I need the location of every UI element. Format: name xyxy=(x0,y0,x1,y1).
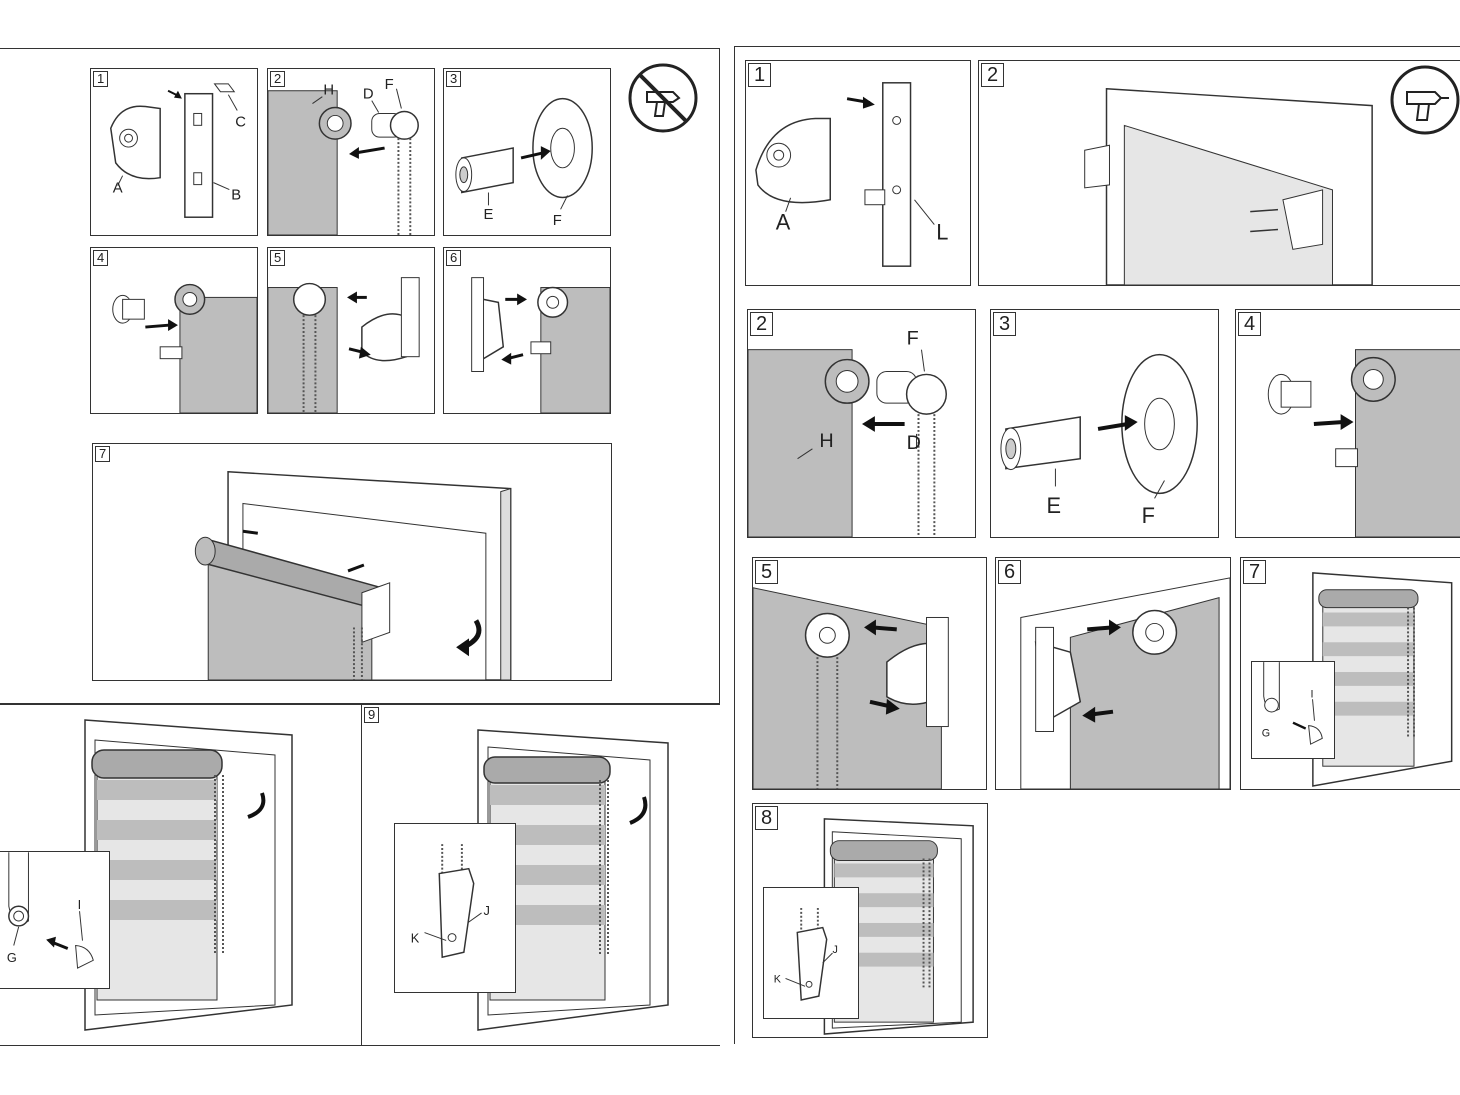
left-step-5-panel: 5 xyxy=(267,247,435,414)
label-d: D xyxy=(363,87,374,103)
label-j: J xyxy=(833,944,838,956)
label-a: A xyxy=(113,181,123,197)
step-number: 2 xyxy=(750,312,774,336)
step-number: 7 xyxy=(1243,560,1267,584)
step-number: 6 xyxy=(446,250,462,266)
label-e: E xyxy=(1047,493,1062,518)
step-number: 6 xyxy=(998,560,1022,584)
right-step-4-panel: 4 xyxy=(1235,309,1460,538)
label-f: F xyxy=(553,213,562,229)
step-number: 2 xyxy=(981,63,1005,87)
label-l: L xyxy=(936,219,948,244)
step-number: 4 xyxy=(1238,312,1262,336)
label-h: H xyxy=(819,430,833,452)
left-step-8-panel: G I xyxy=(0,705,360,1045)
label-f: F xyxy=(1142,503,1155,528)
left-step-7-panel: 7 xyxy=(92,443,612,681)
label-h: H xyxy=(323,83,334,99)
left-step-9-panel: 9 K J xyxy=(362,705,720,1045)
label-a: A xyxy=(776,209,791,234)
label-f: F xyxy=(907,328,919,350)
left-sheet-divider xyxy=(0,703,720,705)
label-g: G xyxy=(1262,727,1270,739)
left-step-9-detail-inset: K J xyxy=(394,823,516,993)
left-step-8-detail-inset: G I xyxy=(0,851,110,989)
left-step-2-panel: 2 H D F xyxy=(267,68,435,236)
right-step-6-panel: 6 xyxy=(995,557,1231,790)
right-step-7-detail-inset: G I xyxy=(1251,661,1335,759)
label-i: I xyxy=(1311,688,1314,700)
left-step-4-panel: 4 xyxy=(90,247,258,414)
left-step-6-panel: 6 xyxy=(443,247,611,414)
left-step-3-panel: 3 E F xyxy=(443,68,611,236)
label-d: D xyxy=(907,432,921,454)
step-number: 2 xyxy=(270,71,286,87)
label-k: K xyxy=(411,930,420,945)
step-number: 1 xyxy=(748,63,772,87)
right-step-8-detail-inset: K J xyxy=(763,887,859,1019)
label-k: K xyxy=(774,973,782,985)
left-step-1-panel: 1 A B C xyxy=(90,68,258,236)
step-number: 5 xyxy=(755,560,779,584)
right-step-8-panel: 8 K J xyxy=(752,803,988,1038)
label-e: E xyxy=(484,207,494,223)
right-step-2-mount-panel: 2 xyxy=(978,60,1460,286)
right-step-3-panel: 3 E F xyxy=(990,309,1219,538)
label-f: F xyxy=(385,77,394,93)
step-number: 9 xyxy=(364,707,380,723)
step-number: 7 xyxy=(95,446,111,462)
no-drill-icon xyxy=(627,62,699,134)
right-step-1-panel: 1 A L xyxy=(745,60,971,286)
step-number: 3 xyxy=(446,71,462,87)
right-step-7-panel: 7 G I xyxy=(1240,557,1460,790)
label-b: B xyxy=(231,187,241,203)
step-number: 1 xyxy=(93,71,109,87)
right-step-2-assembly-panel: 2 F H D xyxy=(747,309,976,538)
right-step-5-panel: 5 xyxy=(752,557,987,790)
label-j: J xyxy=(484,903,490,918)
step-number: 8 xyxy=(755,806,779,830)
step-number: 5 xyxy=(270,250,286,266)
label-g: G xyxy=(7,950,17,965)
left-sheet-divider-vertical xyxy=(361,703,363,1045)
step-number: 4 xyxy=(93,250,109,266)
step-number: 3 xyxy=(993,312,1017,336)
drill-icon xyxy=(1389,64,1460,136)
label-c: C xyxy=(235,114,246,130)
label-i: I xyxy=(78,897,82,912)
